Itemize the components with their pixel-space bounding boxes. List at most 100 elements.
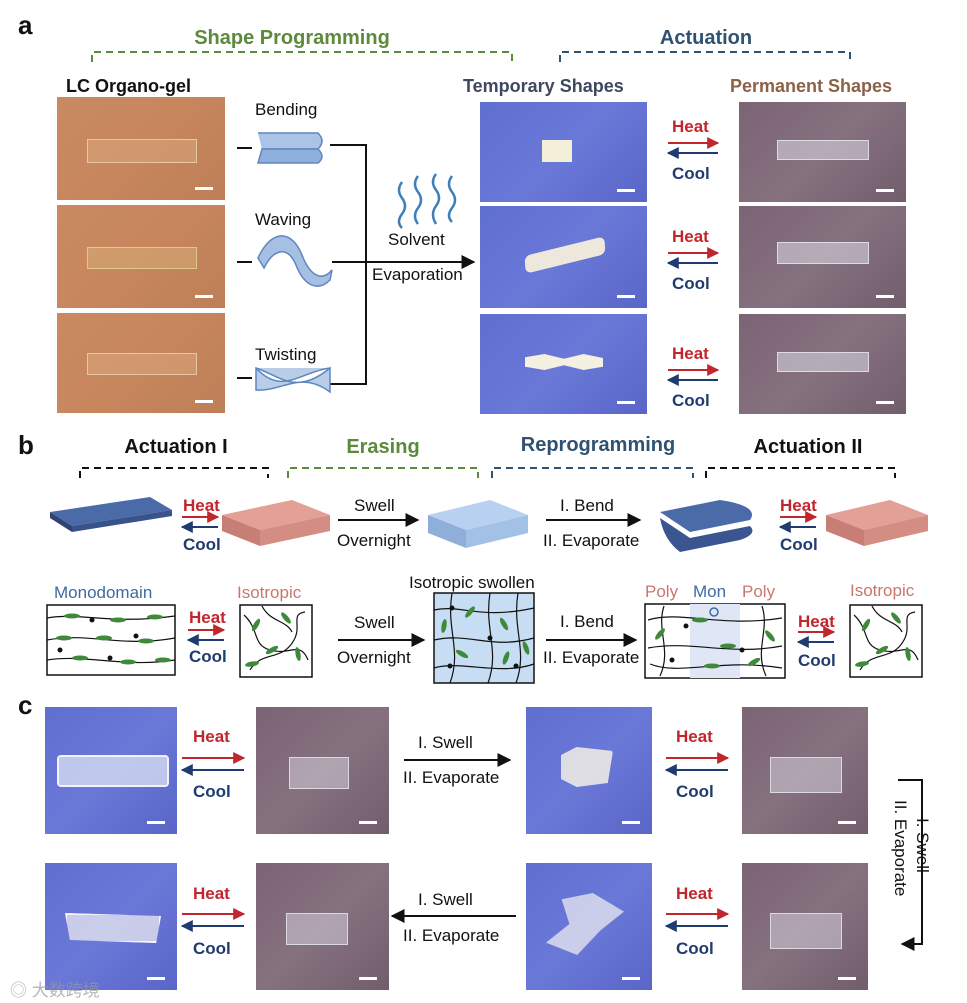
photo-permanent-1 xyxy=(739,102,906,202)
scale-bar xyxy=(195,295,213,298)
gel-strip xyxy=(87,353,197,375)
label-overnight-b1: Overnight xyxy=(337,531,411,550)
panel-letter-b: b xyxy=(18,430,34,460)
photo-c-row2-3 xyxy=(526,863,652,990)
label-isotropic-swollen: Isotropic swollen xyxy=(409,573,535,592)
dogbone-sample xyxy=(57,755,169,787)
isotropic-slab-2 xyxy=(826,500,928,546)
label-bend-b2: I. Bend xyxy=(560,612,614,631)
heat-label-c3: Heat xyxy=(193,884,230,903)
gel-strip xyxy=(87,139,197,163)
cool-label-a1: Cool xyxy=(672,164,710,183)
header-reprogramming: Reprogramming xyxy=(520,434,676,456)
heat-label-a2: Heat xyxy=(672,227,709,246)
scale-bar xyxy=(622,977,640,980)
bent-sample xyxy=(542,140,572,162)
header-erasing: Erasing xyxy=(346,436,420,458)
cool-label-a3: Cool xyxy=(672,391,710,410)
label-poly-right: Poly xyxy=(742,582,776,601)
scale-bar xyxy=(359,821,377,824)
heat-label-b2: Heat xyxy=(780,496,817,515)
heat-label-c2: Heat xyxy=(676,727,713,746)
label-overnight-b2: Overnight xyxy=(337,648,411,667)
bracket-actuation-2 xyxy=(705,467,896,478)
header-shape-programming: Shape Programming xyxy=(194,27,390,49)
isotropic-slab-1 xyxy=(222,500,330,546)
flat-sample xyxy=(777,352,869,372)
scale-bar xyxy=(838,821,856,824)
bracket-erasing xyxy=(287,467,479,478)
panel-b-arrows-row2 xyxy=(186,624,836,648)
cool-label-c4: Cool xyxy=(676,939,714,958)
scale-bar xyxy=(876,401,894,404)
label-mon: Mon xyxy=(693,582,727,601)
label-twisting: Twisting xyxy=(255,345,317,364)
panel-c-arrows xyxy=(180,752,923,951)
isotropic-network-1 xyxy=(239,604,313,678)
scale-bar xyxy=(876,295,894,298)
scale-bar xyxy=(622,821,640,824)
label-isotropic-2: Isotropic xyxy=(850,581,915,600)
heat-label-b1: Heat xyxy=(183,496,220,515)
bent-sample xyxy=(561,747,613,787)
scale-bar xyxy=(617,401,635,404)
swollen-slab xyxy=(428,500,528,548)
label-lc-organo-gel: LC Organo-gel xyxy=(66,76,191,96)
flat-sample xyxy=(770,757,842,793)
isotropic-network-2 xyxy=(849,604,923,678)
photo-c-row1-1 xyxy=(45,707,177,834)
scale-bar xyxy=(838,977,856,980)
label-c-swell-2: I. Swell xyxy=(418,890,473,909)
scale-bar xyxy=(359,977,377,980)
bracket-reprogramming xyxy=(491,467,694,478)
cool-label-b2: Cool xyxy=(780,535,818,554)
photo-c-row2-2 xyxy=(256,863,389,990)
cool-label-b3: Cool xyxy=(189,647,227,666)
header-actuation: Actuation xyxy=(659,27,753,49)
label-c-evaporate-2: II. Evaporate xyxy=(403,926,500,945)
photo-c-row1-3 xyxy=(526,707,652,834)
waved-sample xyxy=(524,236,606,274)
flat-sample xyxy=(777,140,869,160)
photo-temporary-waving xyxy=(480,206,647,308)
photo-temporary-twisting xyxy=(480,314,647,414)
photo-permanent-3 xyxy=(739,314,906,414)
twisted-sample xyxy=(546,893,624,955)
bracket-shape-programming xyxy=(91,51,513,62)
waving-icon xyxy=(257,235,333,287)
watermark-logo-icon: ◎ xyxy=(10,981,32,1000)
photo-permanent-2 xyxy=(739,206,906,308)
cool-label-b4: Cool xyxy=(798,651,836,670)
watermark-text: 大数跨境 xyxy=(31,981,100,1000)
label-monodomain: Monodomain xyxy=(54,583,153,602)
label-permanent-shapes: Permanent Shapes xyxy=(730,76,893,96)
bracket-actuation xyxy=(559,51,851,62)
label-swell-b1: Swell xyxy=(354,496,395,515)
heat-label-a3: Heat xyxy=(672,344,709,363)
scale-bar xyxy=(195,400,213,403)
scale-bar xyxy=(195,187,213,190)
photo-c-row2-1 xyxy=(45,863,177,990)
photo-gel-2 xyxy=(57,205,225,308)
cool-label-c3: Cool xyxy=(193,939,231,958)
panel-letter-c: c xyxy=(18,690,33,720)
photo-temporary-bending xyxy=(480,102,647,202)
heat-label-c1: Heat xyxy=(193,727,230,746)
label-temporary-shapes: Temporary Shapes xyxy=(463,76,624,96)
heat-label-a1: Heat xyxy=(672,117,709,136)
label-waving: Waving xyxy=(255,210,312,229)
poly-mon-poly-network xyxy=(644,603,786,679)
photo-gel-1 xyxy=(57,97,225,200)
flat-sample xyxy=(286,913,348,945)
heat-label-b3: Heat xyxy=(189,608,226,627)
label-evaporate-b1: II. Evaporate xyxy=(543,531,640,550)
label-c-swell-1: I. Swell xyxy=(418,733,473,752)
label-c-evaporate-1: II. Evaporate xyxy=(403,768,500,787)
monodomain-network xyxy=(46,604,176,676)
scale-bar xyxy=(617,295,635,298)
photo-c-row2-4 xyxy=(742,863,868,990)
label-evaporation: Evaporation xyxy=(372,265,463,284)
header-actuation-2: Actuation II xyxy=(753,436,863,458)
cool-label-a2: Cool xyxy=(672,274,710,293)
